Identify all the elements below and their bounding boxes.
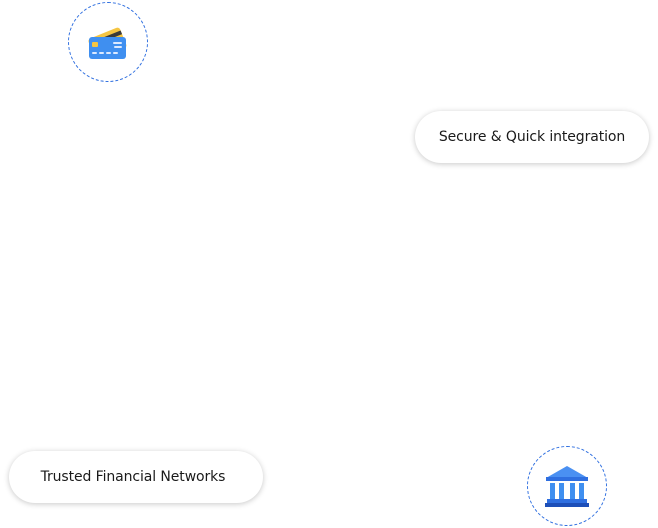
feature-label-secure: Secure & Quick integration — [438, 129, 626, 145]
credit-card-badge — [68, 2, 148, 82]
feature-label-trusted: Trusted Financial Networks — [40, 469, 226, 485]
bank-icon — [545, 466, 589, 507]
bank-badge — [527, 446, 607, 526]
feature-pill-secure: Secure & Quick integration — [415, 111, 649, 163]
credit-card-icon — [88, 27, 127, 59]
feature-pill-trusted: Trusted Financial Networks — [9, 451, 263, 503]
